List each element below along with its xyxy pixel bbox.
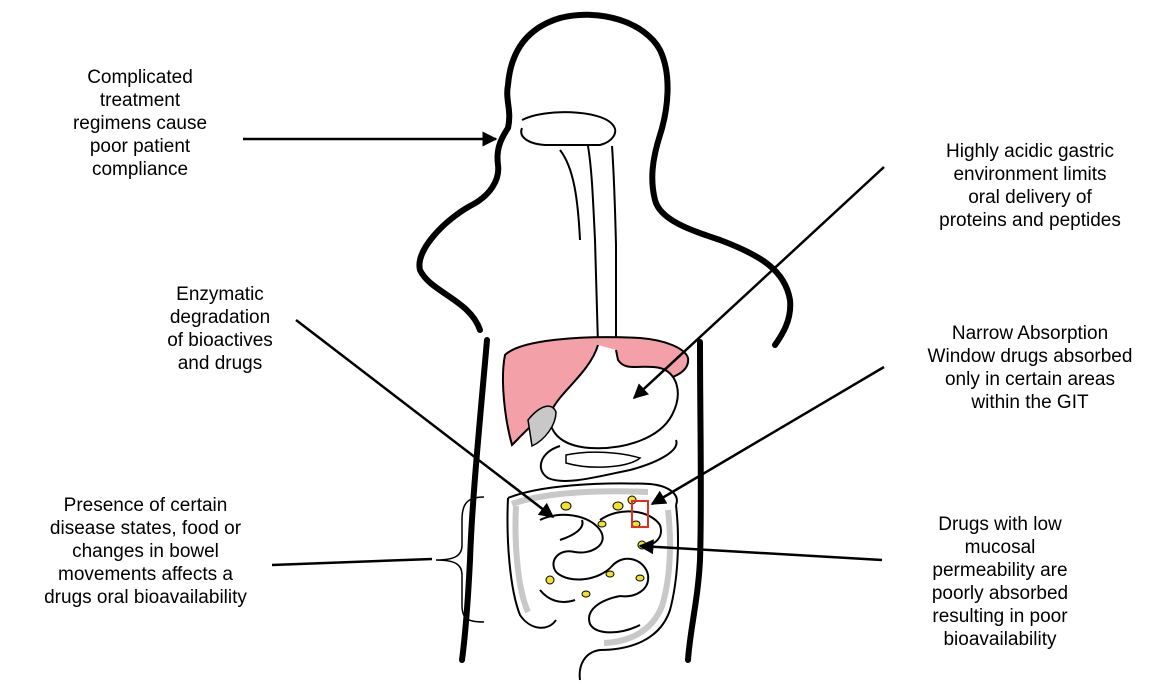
label-disease-states: Presence of certain disease states, food… — [18, 494, 273, 609]
arrow-window — [652, 367, 884, 504]
label-low-mucosal-permeability: Drugs with low mucosal permeability are … — [880, 513, 1120, 651]
torso-right-side — [688, 342, 701, 660]
torso-left-side — [462, 340, 487, 660]
curly-brace-icon — [436, 497, 484, 622]
label-acidic-gastric-environment: Highly acidic gastric environment limits… — [900, 140, 1160, 232]
ascending-colon-inner — [516, 506, 529, 612]
trachea — [560, 150, 580, 240]
arrow-permeability — [640, 546, 882, 560]
arrow-disease — [272, 559, 432, 565]
label-treatment-compliance: Complicated treatment regimens cause poo… — [30, 66, 250, 181]
esophagus-right-wall — [612, 146, 616, 350]
pancreas — [566, 452, 640, 467]
body-outline-head-shoulders — [419, 15, 790, 345]
small-intestine — [540, 511, 661, 632]
label-narrow-absorption-window: Narrow Absorption Window drugs absorbed … — [890, 322, 1170, 414]
arrow-acidic — [634, 167, 884, 398]
esophagus-left-wall — [588, 146, 598, 345]
label-enzymatic-degradation: Enzymatic degradation of bioactives and … — [120, 283, 320, 375]
oral-cavity — [521, 112, 615, 145]
